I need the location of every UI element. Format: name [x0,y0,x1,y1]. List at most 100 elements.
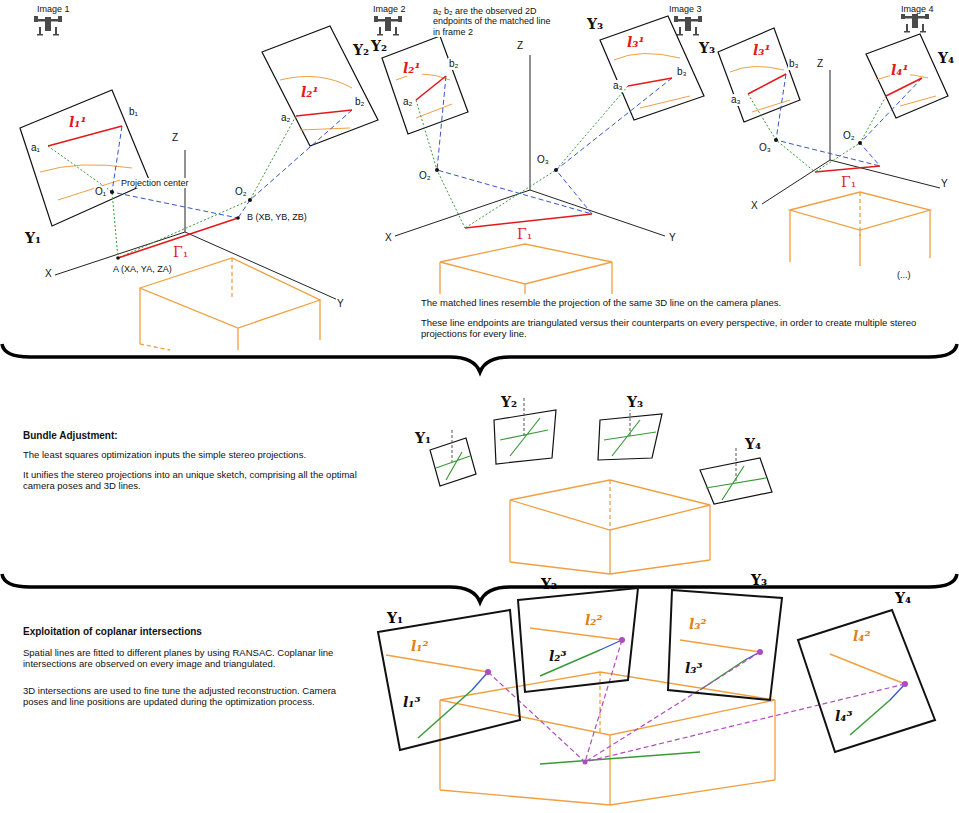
line-label: l₂² [584,612,604,628]
plane-outline [516,586,640,694]
line-observation [296,110,352,116]
intersection-ray [585,684,905,762]
label: X [750,200,759,212]
plane-line-green [418,690,472,738]
projection-ray-b [112,126,238,218]
label: a₂ b₂ are the observed 2D endpoints of t… [432,6,559,37]
image-sketch [876,74,936,106]
intersection-point [583,760,588,765]
label: B (XB, YB, ZB) [246,212,308,222]
camera-label: Υ₁ [386,610,404,626]
camera-plane: Υ₃l₃²l₃³ [666,588,784,702]
label: Projection center [120,178,190,188]
label: A (XA, YA, ZA) [112,264,173,274]
label: b₃ [788,58,800,70]
projection-center [110,138,862,260]
object-box [609,480,610,530]
label: Υ₂ [352,42,370,58]
intersection-point [485,637,908,765]
label: b₃ [676,66,688,78]
box-edge-line [540,752,700,764]
projection-ray-b [860,78,922,166]
label: O₃ [758,142,772,154]
label: l₂¹ [402,60,422,76]
camera-label: Υ₄ [894,590,912,606]
object-box [599,672,600,735]
note-text: The least squares optimization inputs th… [22,450,384,461]
section-heading: Exploitation of coplanar intersections [22,626,203,638]
plane-outline [376,608,522,752]
section-brace [2,344,957,372]
intersection-point [757,649,763,655]
drone-icon [674,16,702,36]
image-sketch [40,165,132,200]
camera-plane [430,438,476,486]
label: Υ₃ [586,16,604,32]
camera-plane [430,410,772,504]
label: Image 1 [36,4,71,14]
intersection-ray [585,652,760,762]
plane-outline [378,610,520,750]
section-heading: Bundle Adjustment: [22,430,119,442]
image-sketch [730,66,790,112]
plane-outline [798,610,935,752]
plane-line-orange [680,640,760,652]
label: Z [816,58,824,70]
box-edge-line [540,752,700,764]
label: Z [171,132,179,144]
line-observation [628,78,672,86]
label: l₂¹ [300,84,320,100]
label: Z [516,40,524,52]
object-box [440,672,775,805]
label: b₁ [128,106,139,118]
adjusted-line [436,452,470,480]
camera-label: Υ₂ [540,576,558,592]
note-text: It unifies the stereo projections into a… [22,470,364,492]
projection-ray-a [118,116,296,258]
label: Υ₂ [500,394,518,410]
label: Y [940,178,949,190]
label: Υ₄ [744,436,762,452]
line-label: l₄² [852,628,872,644]
label: O₂ [842,130,856,142]
plane-line-green [418,650,890,738]
object-box [440,244,612,294]
axes [55,150,338,300]
line-label: l₁² [410,638,430,654]
drone-icon [374,16,402,36]
projection-center [435,168,439,172]
label: Y [668,232,677,244]
object-box [859,192,860,236]
plane-line-orange [386,628,905,684]
note-text: These line endpoints are triangulated ve… [420,318,952,340]
label: Υ₁ [414,430,432,446]
label: O₂ [234,186,248,198]
label: l₄¹ [890,62,910,78]
adjusted-line [436,418,766,500]
image-sketch [280,76,352,130]
projection-ray-a [465,86,628,228]
projection-ray-a [48,86,886,258]
line-label: l₁³ [402,694,422,710]
camera-plane: Υ₂l₂²l₂³ [516,586,640,694]
intersection-ray [488,640,905,762]
object-box [510,480,710,574]
label: a₂ [280,112,291,124]
projection-center [774,138,778,142]
camera-plane [600,16,704,120]
projection-center [110,190,114,194]
label: O₂ [418,170,432,182]
label: Υ₄ [937,50,955,66]
label: a₃ [612,80,624,92]
axes [395,55,665,236]
object-box [790,192,930,266]
note-text: Spatial lines are fitted to different pl… [22,648,354,670]
axes [55,55,940,300]
object-box [440,672,775,805]
line-observation [748,74,786,94]
camera-plane [494,410,556,464]
label: a₁ [30,142,41,154]
label: Image 2 [372,4,407,14]
label: l₃¹ [626,34,646,50]
label: X [44,268,53,280]
